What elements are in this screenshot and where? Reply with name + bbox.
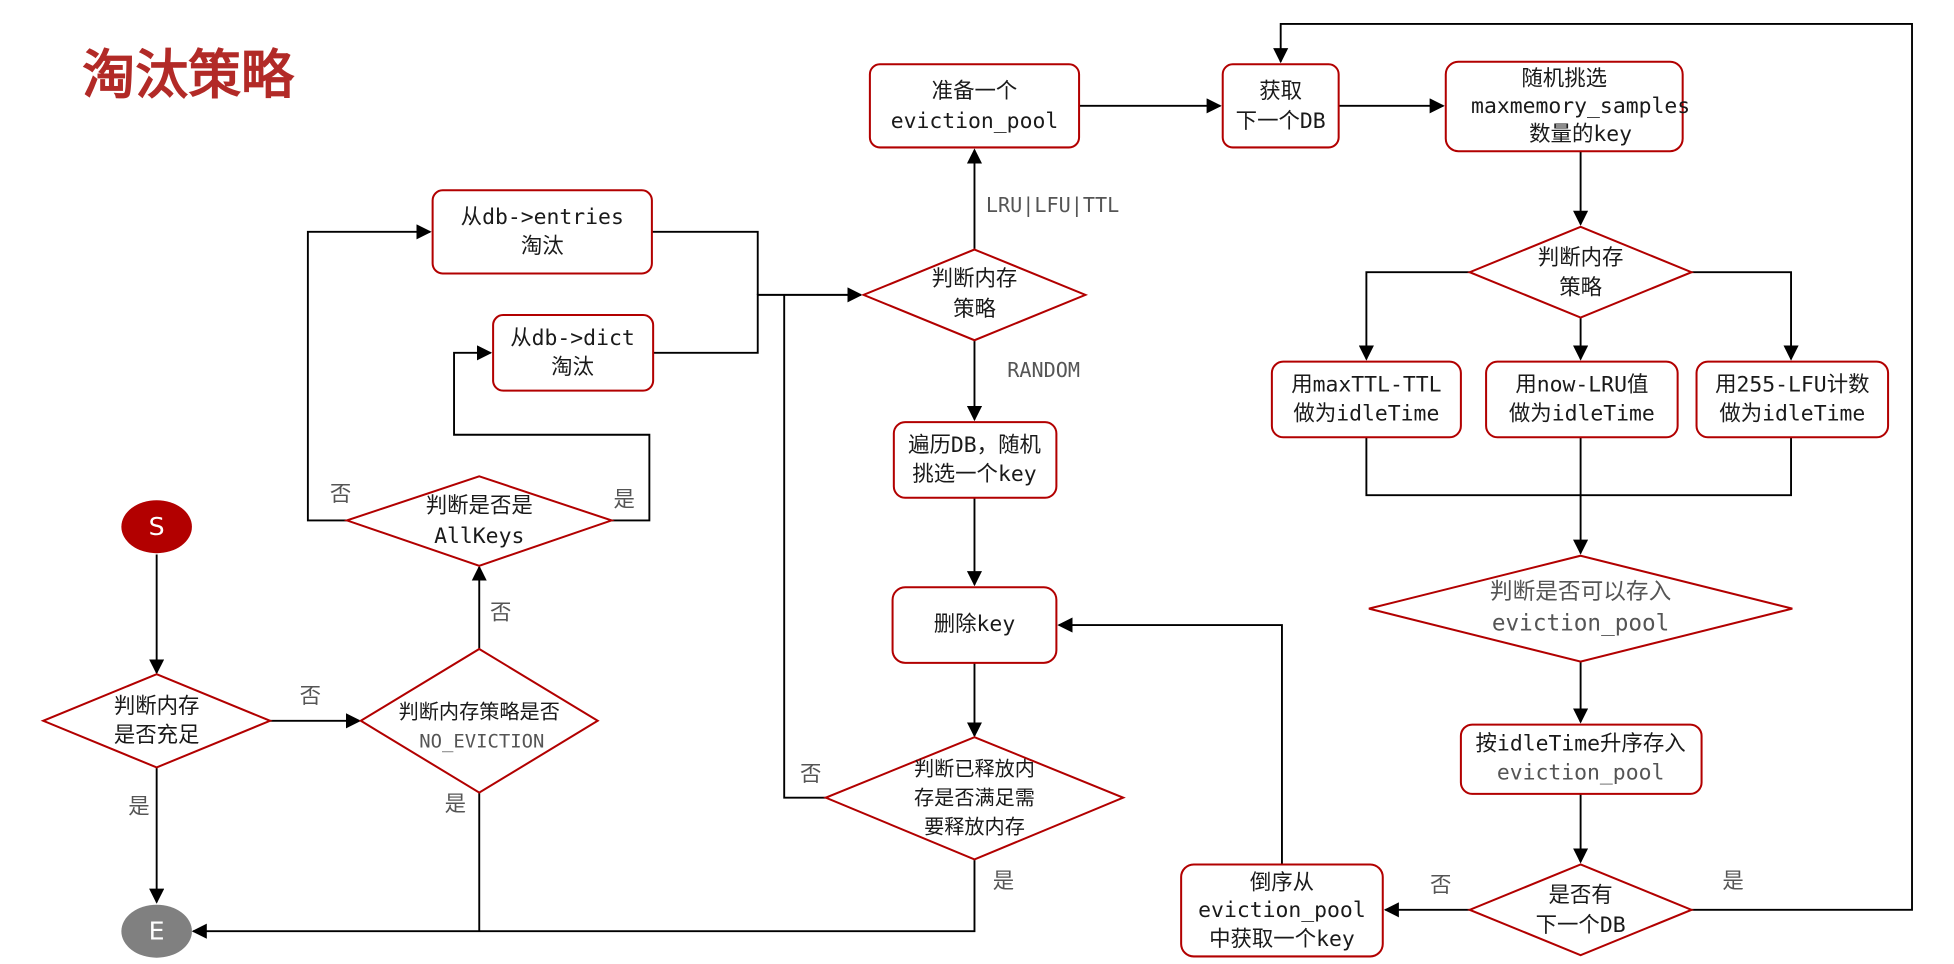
decision-no-eviction[interactable]: 判断内存策略是否 NO_EVICTION — [358, 647, 600, 794]
edge-policy2-to-lfu — [1691, 271, 1799, 361]
label-lru-lfu-ttl: LRU|LFU|TTL — [986, 193, 1120, 217]
process-text: eviction_pool — [1198, 898, 1366, 923]
edge-allkeys-no-to-entries — [306, 224, 432, 522]
edge-allkeys-yes-to-dict — [453, 345, 651, 522]
decision-text: 判断内存 — [1538, 245, 1624, 270]
decision-allkeys[interactable]: 判断是否是 AllKeys — [343, 475, 615, 567]
decision-text: eviction_pool — [1492, 610, 1669, 636]
decision-policy-1[interactable]: 判断内存 策略 — [860, 248, 1089, 342]
process-text: 挑选一个key — [912, 462, 1036, 487]
process-text: 做为idleTime — [1509, 402, 1655, 427]
page-title: 淘汰策略 — [82, 45, 295, 106]
process-reverse-get[interactable]: 倒序从 eviction_pool 中获取一个key — [1180, 863, 1384, 958]
process-sort-store[interactable]: 按idleTime升序存入 eviction_pool — [1459, 723, 1703, 795]
process-text: 做为idleTime — [1719, 402, 1865, 427]
process-text: 准备一个 — [932, 79, 1018, 104]
edge-policy2-to-ttl — [1358, 271, 1470, 361]
decision-text: 判断已释放内 — [914, 756, 1035, 780]
decision-text: 下一个DB — [1536, 913, 1626, 938]
edge-labels: 否 是 否 是 否 是 LRU|LFU|TTL RANDOM 否 是 否 是 — [128, 193, 1743, 898]
decision-text: 判断内存策略是否 — [399, 700, 560, 724]
decision-text: 策略 — [1559, 276, 1602, 301]
process-text: 按idleTime升序存入 — [1476, 732, 1686, 757]
decision-text: AllKeys — [434, 524, 524, 549]
end-label: E — [149, 916, 165, 945]
decision-text: 是否充足 — [114, 723, 200, 748]
process-text: 中获取一个key — [1209, 927, 1355, 952]
process-text: 倒序从 — [1250, 870, 1314, 895]
start-node[interactable]: S — [121, 500, 192, 554]
label-next-db-yes: 是 — [1722, 869, 1743, 894]
decision-released-enough[interactable]: 判断已释放内 存是否满足需 要释放内存 — [823, 736, 1126, 861]
label-next-db-no: 否 — [1430, 873, 1451, 898]
process-evict-dict[interactable]: 从db->dict 淘汰 — [492, 314, 655, 392]
label-no-eviction-no: 否 — [490, 601, 511, 626]
edges — [149, 22, 1913, 939]
process-idle-ttl[interactable]: 用maxTTL-TTL 做为idleTime — [1270, 360, 1462, 439]
edge-released-no-to-policy — [783, 294, 828, 799]
edge-reverse-to-delete — [1057, 617, 1283, 865]
process-text: 遍历DB，随机 — [908, 433, 1041, 458]
process-idle-lfu[interactable]: 用255-LFU计数 做为idleTime — [1695, 360, 1890, 439]
label-memory-yes: 是 — [128, 795, 149, 820]
process-text: 从db->entries — [461, 205, 624, 230]
label-released-no: 否 — [800, 762, 821, 787]
edge-next-db-yes-to-fetch — [1273, 22, 1913, 911]
label-allkeys-yes: 是 — [613, 487, 634, 512]
process-evict-entries[interactable]: 从db->entries 淘汰 — [431, 189, 653, 275]
process-text: 下一个DB — [1236, 109, 1326, 134]
process-text: 删除key — [934, 612, 1016, 637]
start-label: S — [149, 512, 165, 541]
process-idle-lru[interactable]: 用now-LRU值 做为idleTime — [1485, 360, 1679, 439]
end-node[interactable]: E — [121, 904, 192, 958]
decision-text: NO_EVICTION — [419, 731, 544, 753]
process-text: 用255-LFU计数 — [1715, 373, 1869, 398]
process-text: 淘汰 — [551, 355, 594, 380]
label-allkeys-no: 否 — [330, 482, 351, 507]
edge-dict-to-policy — [651, 287, 863, 354]
edge-ttl-merge — [1365, 437, 1792, 497]
decision-text: 存是否满足需 — [914, 785, 1035, 809]
label-no-eviction-yes: 是 — [445, 792, 466, 817]
process-text: 获取 — [1259, 79, 1302, 104]
label-random: RANDOM — [1007, 358, 1080, 382]
decision-text: 策略 — [953, 297, 996, 322]
label-released-yes: 是 — [993, 869, 1014, 894]
decision-text: 判断是否是 — [426, 494, 533, 519]
edge-entries-to-policy — [651, 230, 759, 295]
process-text: 淘汰 — [521, 234, 564, 259]
decision-check-memory[interactable]: 判断内存 是否充足 — [40, 673, 273, 769]
process-text: 做为idleTime — [1293, 402, 1439, 427]
decision-text: 是否有 — [1548, 883, 1612, 908]
edge-bottom-to-end — [191, 859, 976, 939]
process-text: maxmemory_samples — [1471, 94, 1690, 119]
process-text: 数量的key — [1529, 122, 1632, 147]
process-text: 用maxTTL-TTL — [1291, 373, 1441, 398]
decision-policy-2[interactable]: 判断内存 策略 — [1467, 225, 1695, 319]
decision-has-next-db[interactable]: 是否有 下一个DB — [1467, 863, 1695, 957]
decision-text: 要释放内存 — [924, 814, 1025, 838]
process-random-samples[interactable]: 随机挑选 maxmemory_samples 数量的key — [1444, 60, 1690, 153]
process-text: 随机挑选 — [1521, 66, 1607, 91]
decision-can-store[interactable]: 判断是否可以存入 eviction_pool — [1368, 554, 1793, 663]
process-text: eviction_pool — [1497, 761, 1665, 786]
process-text: eviction_pool — [891, 109, 1059, 134]
label-memory-no: 否 — [300, 684, 321, 709]
process-delete-key[interactable]: 删除key — [891, 586, 1058, 664]
process-text: 从db->dict — [510, 326, 635, 351]
process-prepare-pool[interactable]: 准备一个 eviction_pool — [868, 63, 1081, 149]
decision-text: 判断是否可以存入 — [1490, 579, 1671, 605]
decision-text: 判断内存 — [932, 267, 1018, 292]
process-traverse-random[interactable]: 遍历DB，随机 挑选一个key — [892, 421, 1058, 499]
process-fetch-next-db[interactable]: 获取 下一个DB — [1221, 63, 1340, 149]
process-text: 用now-LRU值 — [1515, 373, 1648, 398]
decision-text: 判断内存 — [114, 694, 200, 719]
